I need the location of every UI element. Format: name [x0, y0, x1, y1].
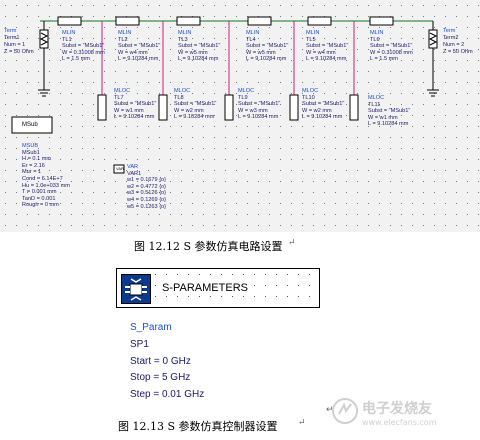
tl8-box [158, 94, 168, 121]
mlin-tl4-label: MLIN TL4 Subst = "MSub1" W = w5 mm L = 9… [246, 30, 289, 63]
mloc-tl10-label: MLOC TL10 Subst = "MSub1" W = w2 mm L = … [302, 88, 345, 121]
figure-caption-12-12: 图 12.12 S 参数仿真电路设置 [134, 240, 283, 253]
mloc-tl8-label: MLOC TL8 Subst = "MSub1" W = w2 mm L = 9… [174, 88, 217, 121]
var-icon [113, 164, 125, 174]
mlin-tl1-label: MLIN TL1 Subst = "MSub1" W = 0.31008 mm … [62, 30, 105, 63]
tl6-box [369, 16, 394, 26]
sparam-instance-name: SP1 [130, 339, 149, 350]
mloc-tl9-label: MLOC TL9 Subst = "MSub1" W = w3 mm L = 9… [238, 88, 281, 121]
sparam-stop: Stop = 5 GHz [130, 372, 191, 383]
mlin-tl5-label: MLIN TL5 Subst = "MSub1" W = w4 mm L = 9… [306, 30, 349, 63]
tl1-box [57, 16, 82, 26]
sparam-icon [121, 274, 151, 304]
watermark-logo-icon [332, 398, 358, 424]
mloc-tl11-label: MLOC TL11 Subst = "MSub1" W = w1 mm L = … [368, 95, 411, 128]
term2-z: Z = 50 Ohm [443, 49, 473, 55]
term2-type: Term [443, 28, 456, 34]
caption2-return-mark: ↵ [298, 418, 306, 428]
schematic-canvas [0, 0, 480, 232]
mloc-tl7-label: MLOC TL7 Subst = "MSub1" W = w1 mm L = 9… [114, 88, 157, 121]
schematic-wiring [11, 16, 439, 174]
term2-symbol [427, 21, 439, 97]
tl3-box [176, 16, 201, 26]
sparam-header[interactable]: S-PARAMETERS [116, 268, 320, 308]
tl11-box [349, 94, 359, 121]
watermark-brand: 电子发烧友 [362, 401, 432, 417]
term1-z: Z = 50 Ohm [4, 49, 34, 55]
mlin-tl2-label: MLIN TL2 Subst = "MSub1" W = w4 mm L = 9… [118, 30, 161, 63]
sparam-title: S-PARAMETERS [161, 282, 249, 294]
sparam-step: Step = 0.01 GHz [130, 389, 205, 400]
tl10-box [289, 94, 299, 121]
term1-num: Num = 1 [4, 42, 26, 48]
sparam-start: Start = 0 GHz [130, 356, 191, 367]
caption1-return-mark: ↵ [288, 238, 296, 248]
msub-box [11, 116, 53, 134]
msub-params: MSUB MSub1 H = 0.1 mm Er = 2.16 Mur = 1 … [22, 143, 70, 209]
term1-name: Term1 [4, 35, 20, 41]
term2-num: Num = 2 [443, 42, 465, 48]
sparam-return-mark: ↵ [326, 404, 334, 414]
mlin-tl3-label: MLIN TL3 Subst = "MSub1" W = w5 mm L = 9… [178, 30, 221, 63]
msub-box-label: MSub [22, 122, 38, 128]
tl7-box [97, 94, 107, 121]
sparam-controller: S-PARAMETERS S_Param SP1 Start = 0 GHz S… [110, 262, 326, 404]
var-params: VAR VAR1 w1 = 0.1679 {o} w2 = 0.4772 {o}… [127, 164, 167, 210]
term2-name: Term2 [443, 35, 459, 41]
var-icon-label: VAR [116, 166, 124, 171]
tl9-box [224, 94, 234, 121]
mlin-tl6-label: MLIN TL6 Subst = "MSub1" W = 0.31008 mm … [370, 30, 413, 63]
figure-caption-12-13: 图 12.13 S 参数仿真控制器设置 [118, 420, 278, 433]
watermark-url: www.elecfans.com [362, 418, 437, 427]
tl4-box [247, 16, 272, 26]
sparam-type: S_Param [130, 322, 172, 333]
term1-type: Term [4, 28, 17, 34]
term1-symbol [38, 21, 50, 97]
tl2-box [115, 16, 140, 26]
tl5-box [307, 16, 332, 26]
